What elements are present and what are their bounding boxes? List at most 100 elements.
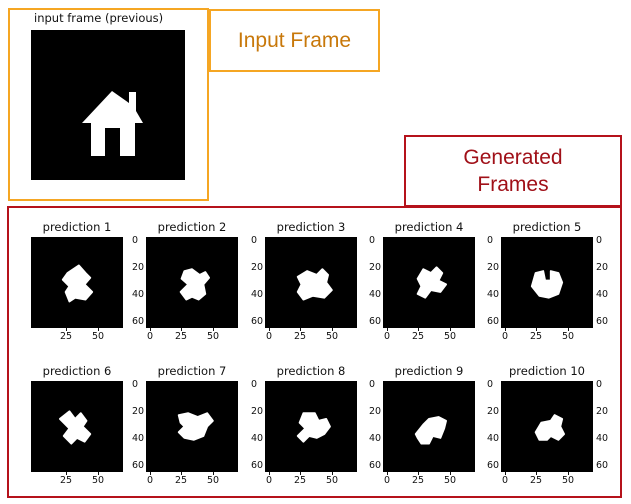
input-frame-callout: Input Frame bbox=[209, 9, 380, 72]
prediction-image bbox=[146, 381, 238, 472]
x-tick-label: 25 bbox=[175, 475, 188, 486]
prediction-image bbox=[383, 237, 475, 328]
y-tick-label: 0 bbox=[132, 235, 139, 246]
prediction-image bbox=[501, 237, 593, 328]
y-tick-label: 0 bbox=[369, 379, 376, 390]
x-tick-label: 50 bbox=[92, 475, 105, 486]
x-tick-mark bbox=[450, 472, 451, 475]
input-frame-title: input frame (previous) bbox=[34, 11, 164, 25]
generated-frames-callout-line2: Frames bbox=[477, 173, 549, 196]
x-tick-mark bbox=[150, 472, 151, 475]
x-tick-label: 25 bbox=[175, 331, 188, 342]
y-tick-label: 20 bbox=[132, 262, 145, 273]
y-tick-label: 0 bbox=[251, 235, 258, 246]
x-tick-mark bbox=[387, 472, 388, 475]
y-tick-label: 20 bbox=[132, 406, 145, 417]
x-tick-label: 50 bbox=[326, 475, 339, 486]
x-tick-label: 0 bbox=[502, 331, 509, 342]
prediction-title: prediction 6 bbox=[42, 364, 112, 378]
prediction-title: prediction 7 bbox=[157, 364, 227, 378]
x-tick-label: 0 bbox=[502, 475, 509, 486]
predicted-shape bbox=[534, 414, 566, 441]
y-tick-label: 60 bbox=[487, 316, 500, 327]
y-tick-label: 60 bbox=[369, 460, 382, 471]
house-shape bbox=[82, 91, 143, 156]
x-tick-label: 50 bbox=[444, 331, 457, 342]
predicted-shape bbox=[61, 264, 94, 303]
y-tick-label: 40 bbox=[132, 289, 145, 300]
y-tick-label: 60 bbox=[596, 316, 609, 327]
x-tick-label: 50 bbox=[92, 331, 105, 342]
x-tick-label: 0 bbox=[384, 331, 391, 342]
x-tick-mark bbox=[387, 328, 388, 331]
predicted-shape bbox=[416, 266, 448, 299]
y-tick-label: 60 bbox=[487, 460, 500, 471]
x-tick-label: 25 bbox=[294, 475, 307, 486]
predicted-shape bbox=[296, 268, 333, 301]
y-tick-label: 20 bbox=[596, 262, 609, 273]
generated-frames-callout: Generated Frames bbox=[404, 135, 622, 207]
y-tick-label: 60 bbox=[251, 316, 264, 327]
x-tick-mark bbox=[300, 328, 301, 331]
x-tick-label: 25 bbox=[530, 331, 543, 342]
x-tick-label: 25 bbox=[60, 331, 73, 342]
x-tick-mark bbox=[505, 472, 506, 475]
y-tick-label: 20 bbox=[251, 262, 264, 273]
x-tick-label: 25 bbox=[412, 475, 425, 486]
y-tick-label: 40 bbox=[487, 433, 500, 444]
x-tick-mark bbox=[332, 472, 333, 475]
predicted-shape bbox=[296, 412, 331, 443]
y-tick-label: 40 bbox=[251, 433, 264, 444]
generated-frames-callout-line1: Generated bbox=[463, 146, 563, 169]
x-tick-mark bbox=[181, 472, 182, 475]
x-tick-mark bbox=[505, 328, 506, 331]
y-tick-label: 20 bbox=[596, 406, 609, 417]
prediction-title: prediction 8 bbox=[276, 364, 346, 378]
prediction-title: prediction 2 bbox=[157, 220, 227, 234]
y-tick-label: 40 bbox=[369, 433, 382, 444]
y-tick-label: 60 bbox=[251, 460, 264, 471]
x-tick-label: 0 bbox=[147, 331, 154, 342]
prediction-image bbox=[31, 381, 123, 472]
input-frame-panel bbox=[8, 8, 209, 201]
y-tick-label: 40 bbox=[596, 289, 609, 300]
x-tick-mark bbox=[181, 328, 182, 331]
x-tick-mark bbox=[66, 472, 67, 475]
predicted-shape bbox=[58, 410, 92, 445]
x-tick-label: 25 bbox=[60, 475, 73, 486]
x-tick-label: 0 bbox=[266, 475, 273, 486]
predicted-shape bbox=[179, 268, 211, 301]
x-tick-mark bbox=[98, 472, 99, 475]
x-tick-mark bbox=[568, 328, 569, 331]
x-tick-label: 0 bbox=[266, 331, 273, 342]
x-tick-label: 25 bbox=[530, 475, 543, 486]
prediction-title: prediction 4 bbox=[394, 220, 464, 234]
prediction-title: prediction 9 bbox=[394, 364, 464, 378]
x-tick-mark bbox=[213, 328, 214, 331]
x-tick-label: 50 bbox=[562, 331, 575, 342]
prediction-title: prediction 3 bbox=[276, 220, 346, 234]
x-tick-mark bbox=[450, 328, 451, 331]
y-tick-label: 40 bbox=[369, 289, 382, 300]
x-tick-mark bbox=[568, 472, 569, 475]
y-tick-label: 20 bbox=[369, 262, 382, 273]
x-tick-label: 25 bbox=[294, 331, 307, 342]
predicted-shape bbox=[414, 416, 448, 445]
x-tick-label: 50 bbox=[444, 475, 457, 486]
x-tick-label: 50 bbox=[326, 331, 339, 342]
x-tick-label: 50 bbox=[207, 331, 220, 342]
y-tick-label: 60 bbox=[596, 460, 609, 471]
x-tick-mark bbox=[98, 328, 99, 331]
prediction-image bbox=[265, 381, 357, 472]
y-tick-label: 0 bbox=[132, 379, 139, 390]
x-tick-label: 0 bbox=[384, 475, 391, 486]
x-tick-mark bbox=[536, 328, 537, 331]
y-tick-label: 20 bbox=[487, 262, 500, 273]
y-tick-label: 60 bbox=[132, 316, 145, 327]
y-tick-label: 60 bbox=[132, 460, 145, 471]
prediction-image bbox=[265, 237, 357, 328]
y-tick-label: 0 bbox=[596, 379, 603, 390]
y-tick-label: 20 bbox=[251, 406, 264, 417]
y-tick-label: 0 bbox=[251, 379, 258, 390]
